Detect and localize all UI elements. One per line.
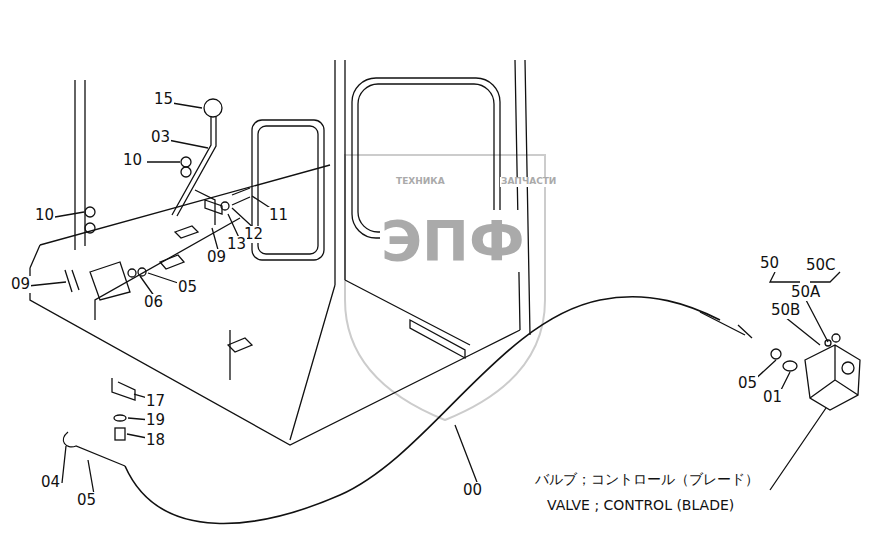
callout-number: 50A [790, 284, 821, 301]
callout-number: 17 [145, 393, 166, 410]
callout-number: 19 [145, 412, 166, 429]
callout-number: 50B [770, 302, 801, 319]
callout-number: 09 [206, 249, 227, 266]
callout-number: 05 [737, 375, 758, 392]
watermark-shield [345, 155, 545, 420]
callout-number: 05 [177, 279, 198, 296]
callout-number: 06 [143, 294, 164, 311]
part-name: バルブ；コントロール（ブレード） [534, 472, 760, 487]
callout-number: 13 [226, 236, 247, 253]
callout-number: 15 [153, 91, 174, 108]
callout-number: 04 [40, 474, 61, 491]
part-name: VALVE ; CONTROL (BLADE) [546, 498, 735, 513]
callout-number: 00 [462, 482, 483, 499]
callout-number: 05 [76, 492, 97, 509]
callout-number: 10 [34, 207, 55, 224]
callout-number: 11 [268, 207, 289, 224]
watermark-text: ТЕХНИКА [395, 177, 446, 187]
callout-number: 10 [122, 152, 143, 169]
watermark-text: ЗАПЧАСТИ [500, 177, 557, 187]
callout-number: 01 [762, 389, 783, 406]
callout-number: 50C [805, 257, 837, 274]
callout-number: 50 [759, 255, 780, 272]
callout-number: 18 [145, 432, 166, 449]
callout-number: 09 [10, 276, 31, 293]
callout-number: 03 [150, 129, 171, 146]
watermark-text: ЭПФ [380, 210, 526, 272]
